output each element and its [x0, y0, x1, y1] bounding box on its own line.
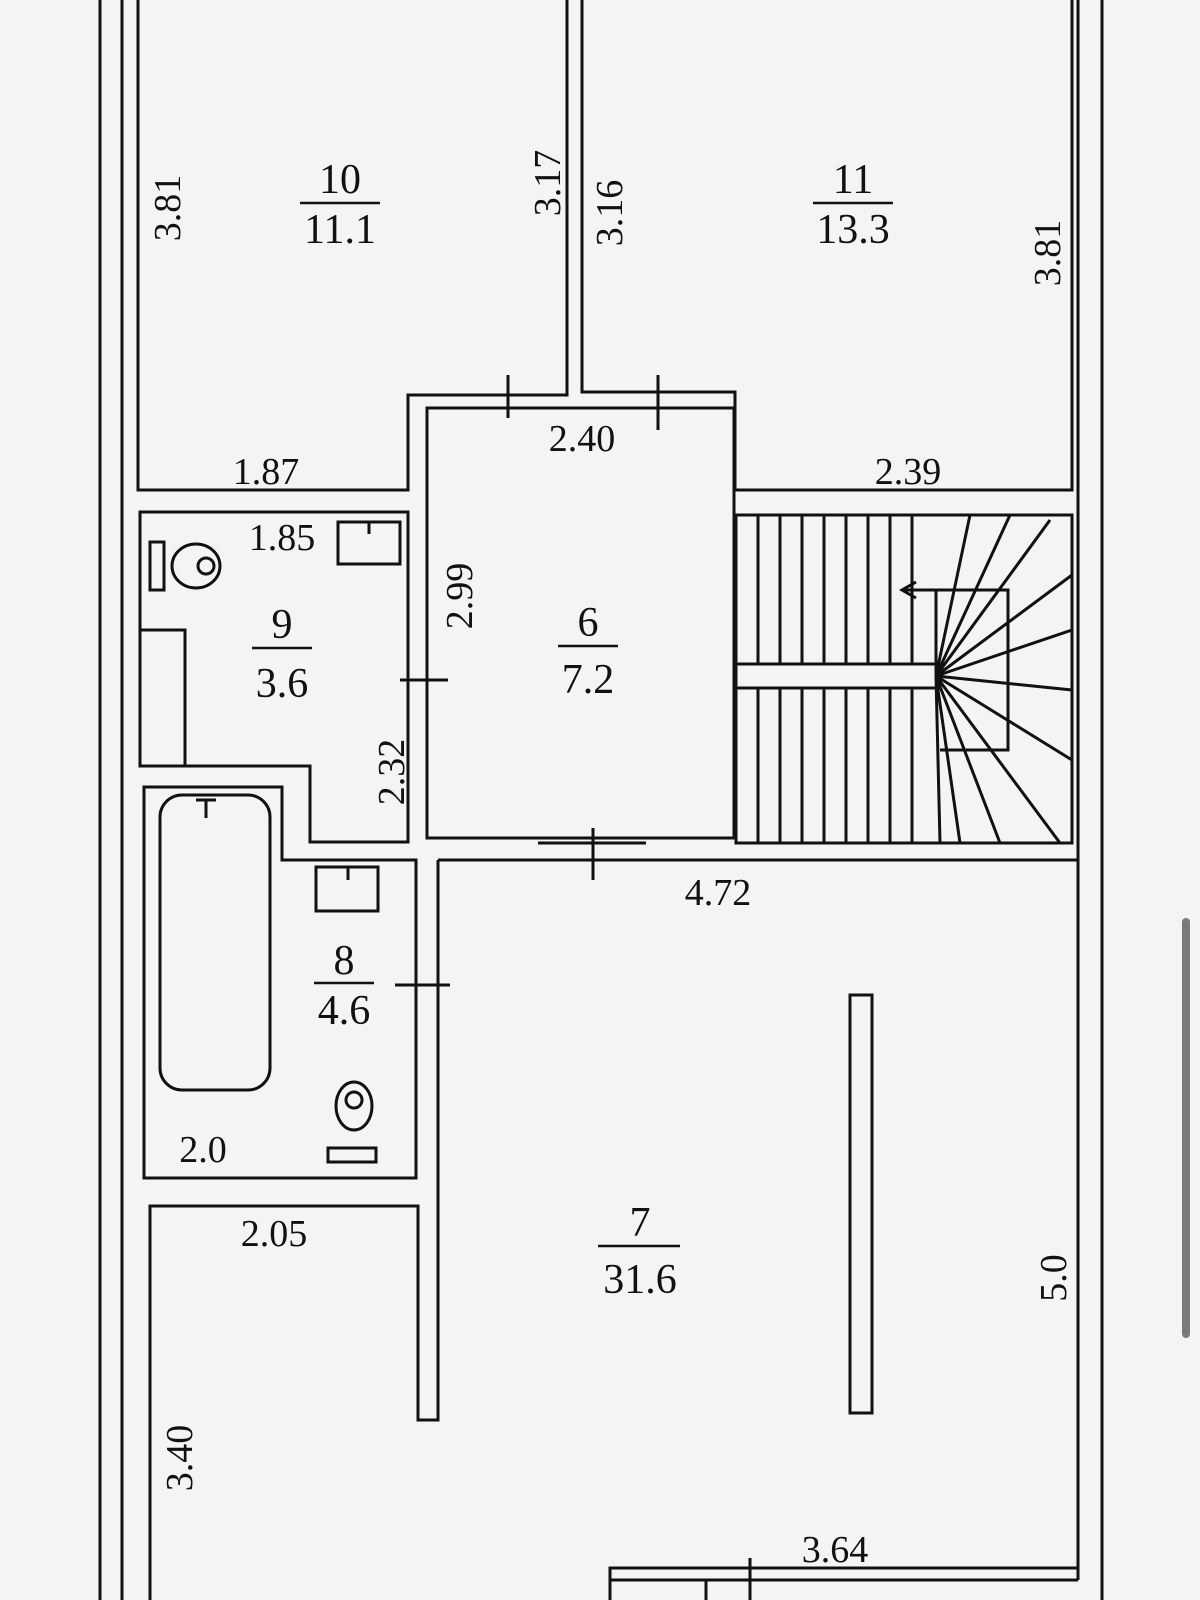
- dimension-label: 4.72: [685, 872, 752, 914]
- dimension-label: 3.81: [1027, 220, 1069, 287]
- bottom-steps: [608, 1558, 1078, 1600]
- stair-inner-box: [910, 588, 1010, 752]
- room-8-label: 8 4.6: [314, 938, 374, 1034]
- toilet-9-bowl: [170, 542, 222, 590]
- dimension-label: 2.05: [241, 1213, 308, 1255]
- dimension-label: 1.85: [249, 517, 316, 559]
- room-7-walls: [438, 858, 1080, 1600]
- stair-treads: [756, 514, 1073, 844]
- room-area: 3.6: [256, 661, 309, 707]
- dimension-label: 5.0: [1033, 1254, 1075, 1302]
- room-number: 11: [833, 157, 873, 203]
- toilet-8-tank: [326, 1146, 378, 1164]
- room-7-label: 7 31.6: [598, 1200, 680, 1303]
- dimension-label: 2.32: [371, 739, 413, 806]
- room-number: 7: [630, 1200, 651, 1246]
- stair-outline: [734, 513, 1074, 845]
- bathtub: [158, 793, 272, 1092]
- room-8-walls: [142, 785, 418, 1180]
- room-9-label: 9 3.6: [252, 602, 312, 707]
- room-area: 7.2: [562, 657, 615, 703]
- room-area: 4.6: [318, 988, 371, 1034]
- counter-9: [138, 628, 187, 768]
- room-6-label: 6 7.2: [558, 600, 618, 703]
- room-area: 11.1: [304, 207, 376, 253]
- toilet-9-tank: [148, 540, 166, 592]
- dimension-label: 3.81: [147, 175, 189, 242]
- room-number: 8: [334, 938, 355, 984]
- room-11-label: 11 13.3: [813, 157, 893, 253]
- room-area: 31.6: [603, 1257, 677, 1303]
- dimension-label: 3.64: [802, 1529, 869, 1571]
- dimension-label: 3.17: [527, 150, 569, 217]
- room-number: 10: [319, 157, 361, 203]
- toilet-8-bowl: [334, 1080, 374, 1132]
- room-area: 13.3: [816, 207, 890, 253]
- dimension-label: 2.0: [179, 1129, 227, 1171]
- room-6-walls: [425, 406, 736, 840]
- dimension-label: 2.40: [549, 418, 616, 460]
- dimension-label: 3.16: [589, 180, 631, 247]
- stair-arrow: [898, 580, 938, 676]
- room-10-label: 10 11.1: [300, 157, 380, 253]
- partition-bar-7: [848, 993, 874, 1415]
- room-number: 6: [578, 600, 599, 646]
- dimension-label: 1.87: [233, 451, 300, 493]
- dimension-label: 2.99: [439, 563, 481, 630]
- dimension-label: 3.40: [159, 1425, 201, 1492]
- dimension-label: 2.39: [875, 451, 942, 493]
- scrollbar-thumb[interactable]: [1182, 918, 1190, 1338]
- room-number: 9: [272, 602, 293, 648]
